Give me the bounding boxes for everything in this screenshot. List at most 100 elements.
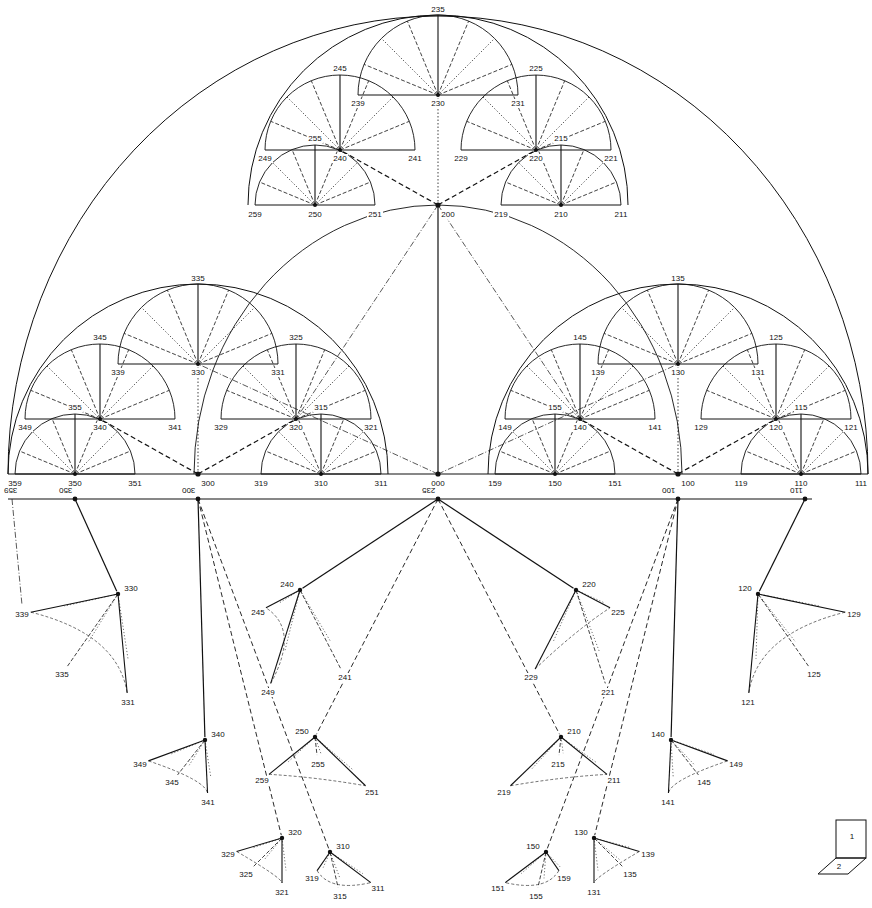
construction-line (668, 740, 671, 793)
projection-curve (317, 871, 371, 886)
point-label: 235 (421, 486, 436, 495)
construction-line (519, 163, 561, 205)
projection-curve (535, 608, 610, 669)
point-label: 319 (304, 874, 319, 883)
point-label: 229 (453, 154, 468, 163)
point-label: 139 (590, 368, 605, 377)
construction-line (561, 737, 563, 753)
point-label: 325 (238, 870, 253, 879)
projection-curve (31, 612, 127, 693)
construction-line (438, 364, 678, 474)
point-label: 235 (430, 5, 445, 14)
point-label: 259 (247, 210, 262, 219)
construction-line (671, 740, 698, 775)
construction-line (553, 590, 576, 642)
construction-line (437, 15, 438, 95)
point-label: 150 (525, 842, 540, 851)
semicircle-arc (15, 414, 135, 474)
point-label: 230 (430, 99, 445, 108)
icon-vertical-plane (836, 820, 866, 858)
construction-line (266, 590, 300, 608)
projection-curve (266, 608, 284, 684)
construction-line (438, 64, 512, 95)
projection-curve (510, 774, 607, 785)
construction-line (776, 366, 829, 419)
construction-line (316, 499, 438, 734)
construction-line (671, 740, 673, 777)
point-label: 335 (190, 274, 205, 283)
point-label: 341 (167, 423, 182, 432)
point-label: 119 (734, 479, 749, 488)
construction-line (252, 838, 282, 868)
construction-line (560, 145, 561, 205)
construction-line (580, 419, 678, 474)
construction-line (323, 852, 330, 868)
construction-line (178, 740, 205, 775)
point-label: 310 (335, 842, 350, 851)
construction-line (758, 594, 845, 612)
point-label: 219 (496, 788, 511, 797)
construction-line (300, 590, 331, 642)
construction-line (118, 594, 127, 693)
point-label: 251 (364, 788, 379, 797)
point-label: 249 (260, 688, 275, 697)
node-dot (73, 472, 77, 476)
construction-line (198, 290, 229, 364)
construction-line (438, 205, 580, 419)
construction-line (707, 390, 776, 419)
construction-line (33, 432, 75, 474)
construction-line (340, 81, 369, 150)
construction-line (758, 594, 820, 606)
point-label: 140 (650, 730, 665, 739)
construction-line (593, 838, 594, 883)
construction-line (269, 737, 315, 774)
point-label: 159 (556, 874, 571, 883)
construction-line (279, 432, 321, 474)
construction-line (594, 838, 620, 860)
construction-line (99, 344, 100, 419)
node-dot (319, 472, 323, 476)
construction-line (801, 432, 843, 474)
point-label: 350 (58, 486, 73, 495)
point-label: 210 (553, 210, 568, 219)
point-label: 135 (622, 870, 637, 879)
construction-line (205, 740, 208, 793)
construction-line (555, 432, 597, 474)
point-label: 115 (794, 403, 809, 412)
construction-line (576, 590, 610, 608)
construction-line (339, 75, 340, 150)
construction-line (527, 366, 580, 419)
point-label: 130 (670, 368, 685, 377)
trunk-line (437, 205, 438, 474)
point-label: 311 (371, 884, 386, 893)
point-label: 255 (307, 134, 322, 143)
construction-line (118, 594, 128, 659)
point-label: 340 (210, 730, 225, 739)
point-label: 359 (3, 486, 18, 495)
point-label: 330 (123, 584, 138, 593)
construction-line (576, 590, 605, 603)
construction-line (746, 451, 801, 474)
construction-line (75, 499, 117, 591)
construction-line (330, 852, 371, 883)
perspective-line (8, 498, 812, 499)
construction-line (547, 499, 678, 849)
projection-curve (269, 774, 366, 785)
point-label: 239 (350, 99, 365, 108)
point-label: 225 (528, 64, 543, 73)
construction-line (364, 64, 438, 95)
construction-line (300, 590, 341, 669)
construction-line (500, 451, 555, 474)
construction-line (243, 366, 296, 419)
construction-line (75, 432, 117, 474)
construction-line (227, 390, 296, 419)
construction-line (198, 499, 281, 835)
construction-line (576, 590, 599, 651)
semicircle-arc (598, 284, 758, 364)
node-dot (799, 472, 803, 476)
construction-line (282, 838, 286, 870)
construction-line (438, 38, 495, 95)
construction-line (198, 364, 199, 474)
construction-line (279, 590, 300, 603)
